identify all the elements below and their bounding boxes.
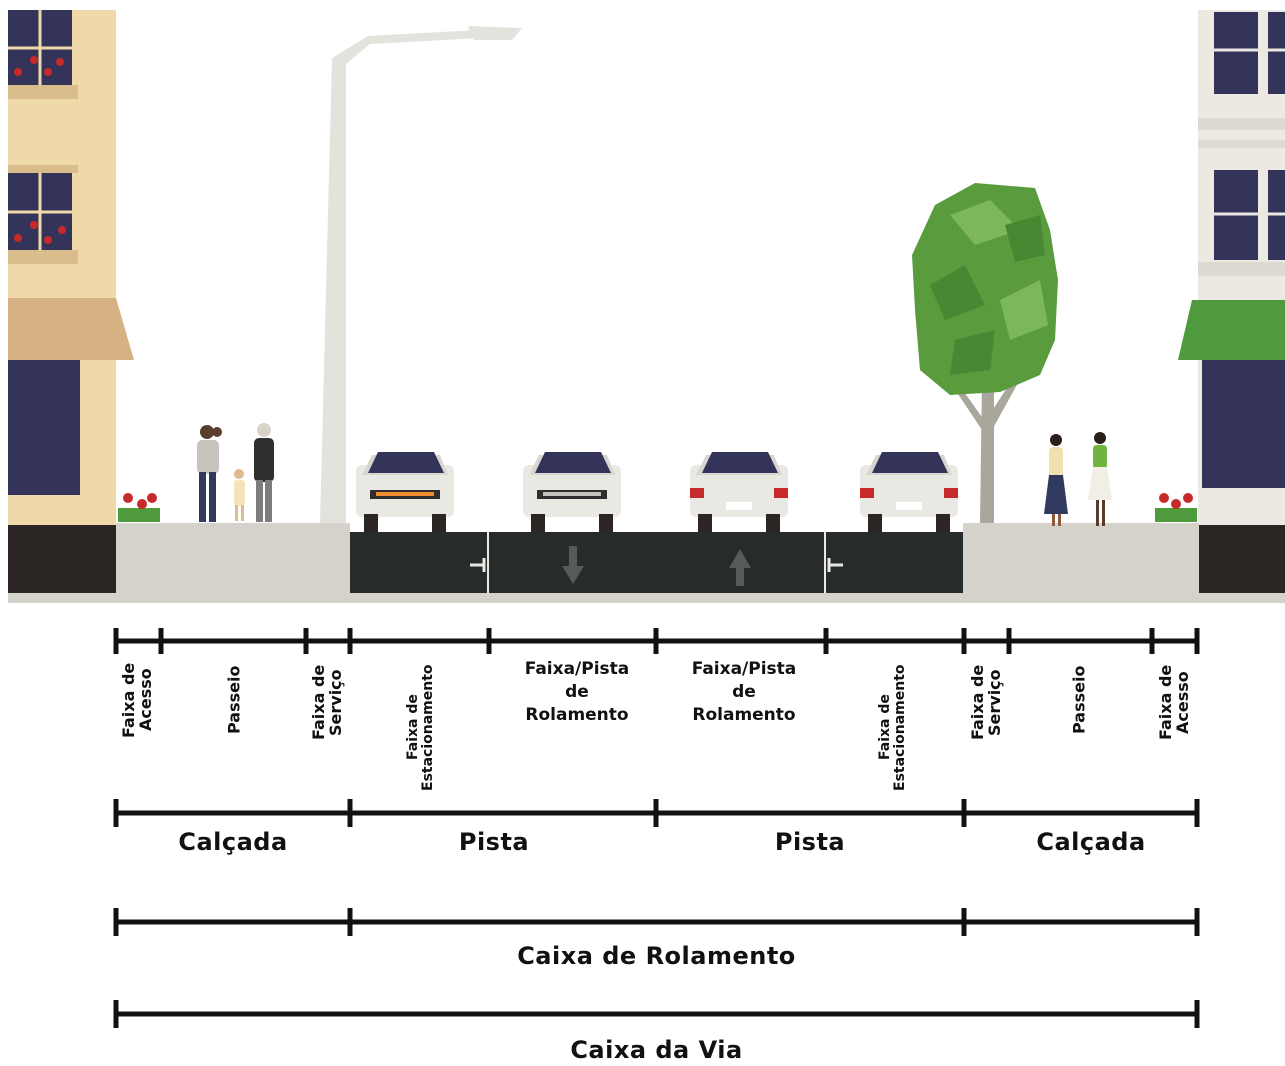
car-3-rear	[690, 452, 788, 532]
pedestrians-right	[1044, 432, 1112, 526]
arrow-up-icon	[729, 549, 751, 586]
label-faixa-pista-rolamento-right: Faixa/Pista de Rolamento	[691, 659, 797, 725]
ground-strip	[8, 593, 1285, 603]
caixa-rolamento-dimension-line	[113, 908, 1200, 936]
car-4-rear	[860, 452, 958, 532]
left-storefront-window	[8, 360, 80, 495]
car-2-front	[523, 452, 621, 532]
label-faixa-servico-right: Faixa de Serviço	[968, 664, 1004, 741]
street-lamp	[320, 26, 522, 523]
right-building	[1178, 10, 1285, 525]
right-awning	[1178, 300, 1285, 360]
left-awning	[8, 298, 134, 360]
arrow-down-icon	[562, 546, 584, 584]
pedestrians-left	[197, 423, 274, 522]
label-calcada-left: Calçada	[178, 828, 288, 856]
label-passeio-left: Passeio	[224, 665, 244, 735]
segment-dimension-line	[113, 628, 1200, 654]
parking-marker-right	[827, 558, 843, 572]
dimension-lines	[113, 628, 1200, 1028]
right-building-base	[1198, 525, 1285, 593]
window-flowers	[14, 56, 66, 244]
label-calcada-right: Calçada	[1036, 828, 1146, 856]
label-faixa-estacionamento-right: Faixa de Estacionamento	[877, 664, 908, 791]
label-faixa-estacionamento-left: Faixa de Estacionamento	[405, 664, 436, 791]
right-storefront-window	[1202, 360, 1285, 488]
left-building	[8, 10, 134, 525]
left-building-base	[8, 525, 116, 593]
road-surface	[350, 532, 963, 593]
group-dimension-line	[113, 799, 1200, 827]
parking-marker-left	[470, 558, 486, 572]
label-faixa-pista-rolamento-left: Faixa/Pista de Rolamento	[524, 659, 630, 725]
flower-bed-right	[1155, 493, 1197, 522]
label-caixa-da-via: Caixa da Via	[570, 1036, 743, 1064]
lane-dividers	[487, 532, 826, 593]
left-sidewalk	[116, 523, 350, 593]
tree	[912, 183, 1058, 523]
label-faixa-acesso-right: Faixa de Acesso	[1156, 664, 1192, 741]
label-faixa-servico-left: Faixa de Serviço	[309, 664, 345, 741]
flower-bed-left	[118, 493, 160, 522]
label-caixa-de-rolamento: Caixa de Rolamento	[517, 942, 796, 970]
car-1-front	[356, 452, 454, 532]
label-pista-left: Pista	[458, 828, 530, 856]
label-pista-right: Pista	[774, 828, 846, 856]
right-sidewalk	[963, 523, 1199, 593]
right-window-top	[1214, 12, 1258, 94]
label-passeio-right: Passeio	[1069, 665, 1089, 735]
caixa-via-dimension-line	[113, 1000, 1200, 1028]
label-faixa-acesso-left: Faixa de Acesso	[119, 662, 155, 738]
